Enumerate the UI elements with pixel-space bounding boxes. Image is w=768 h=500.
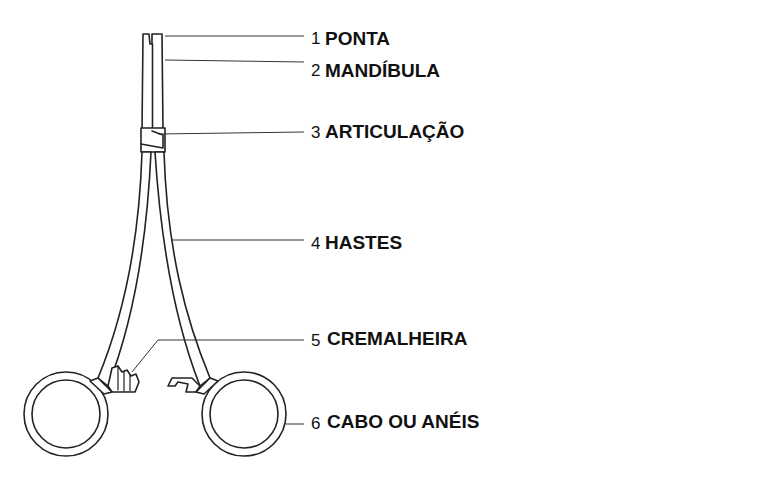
right-ring-inner bbox=[210, 380, 278, 448]
articulation bbox=[141, 128, 165, 152]
right-shaft bbox=[155, 152, 210, 386]
callout-number: 6 bbox=[311, 415, 320, 432]
callout-number: 2 bbox=[311, 62, 320, 79]
leader-line bbox=[171, 240, 304, 241]
jaw-split bbox=[152, 44, 154, 128]
leader-line bbox=[132, 340, 304, 372]
part-name: PONTA bbox=[325, 29, 390, 48]
right-shank bbox=[196, 378, 218, 394]
part-name: ARTICULAÇÃO bbox=[325, 122, 464, 141]
part-name: MANDÍBULA bbox=[325, 61, 440, 80]
ratchet-right bbox=[168, 378, 200, 392]
callout-number: 1 bbox=[311, 30, 320, 47]
part-name: HASTES bbox=[325, 233, 402, 252]
callout-number: 4 bbox=[311, 235, 320, 252]
leader-line bbox=[158, 132, 304, 134]
part-name: CABO OU ANÉIS bbox=[327, 412, 479, 431]
leader-line bbox=[165, 36, 304, 37]
jaw bbox=[142, 34, 163, 131]
callout-number: 3 bbox=[311, 124, 320, 141]
leader-line bbox=[165, 60, 304, 62]
part-name: CREMALHEIRA bbox=[327, 329, 467, 348]
left-ring-inner bbox=[32, 380, 100, 448]
callout-number: 5 bbox=[311, 332, 320, 349]
leader-line bbox=[286, 424, 304, 425]
left-shaft bbox=[98, 152, 151, 386]
left-shank bbox=[90, 378, 112, 394]
